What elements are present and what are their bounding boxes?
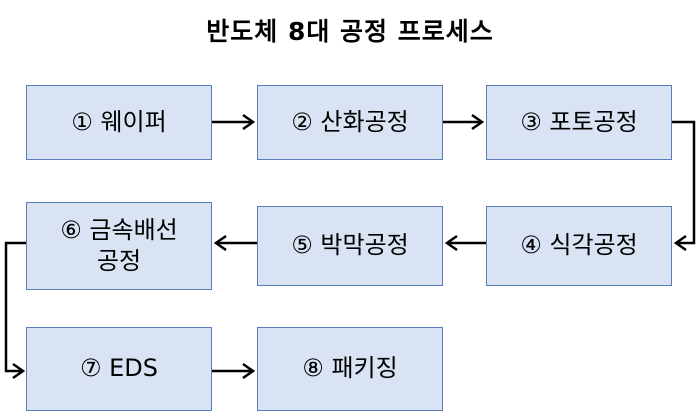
step-metallization: ⑥ 금속배선 공정 [26, 202, 212, 290]
arrowhead-3-to-4 [673, 234, 687, 252]
step-oxidation-label: ② 산화공정 [291, 107, 409, 136]
arrowhead-5-to-6 [213, 234, 227, 252]
step-etching-label: ④ 식각공정 [520, 231, 638, 260]
step-photo: ③ 포토공정 [486, 85, 672, 160]
step-photo-label: ③ 포토공정 [520, 107, 638, 136]
arrowhead-7-to-8 [242, 362, 256, 380]
step-thin-film-label: ⑤ 박막공정 [291, 231, 409, 260]
arrowhead-6-to-7 [12, 362, 26, 380]
step-etching: ④ 식각공정 [486, 206, 672, 286]
step-packaging: ⑧ 패키징 [257, 327, 443, 411]
step-eds-label: ⑦ EDS [79, 354, 159, 383]
arrowhead-4-to-5 [444, 234, 458, 252]
step-wafer: ① 웨이퍼 [26, 85, 212, 160]
arrow-6-to-7 [4, 241, 26, 373]
step-metallization-label-line1: ⑥ 금속배선 [60, 215, 178, 244]
step-oxidation: ② 산화공정 [257, 85, 443, 160]
step-eds: ⑦ EDS [26, 327, 212, 411]
step-thin-film: ⑤ 박막공정 [257, 206, 443, 286]
arrowhead-2-to-3 [471, 113, 485, 131]
arrowhead-1-to-2 [242, 113, 256, 131]
step-wafer-label: ① 웨이퍼 [71, 107, 167, 136]
step-metallization-label-line2: 공정 [96, 247, 142, 275]
step-packaging-label: ⑧ 패키징 [302, 354, 398, 383]
diagram-title: 반도체 8대 공정 프로세스 [206, 17, 494, 46]
arrow-3-to-4 [672, 120, 696, 245]
